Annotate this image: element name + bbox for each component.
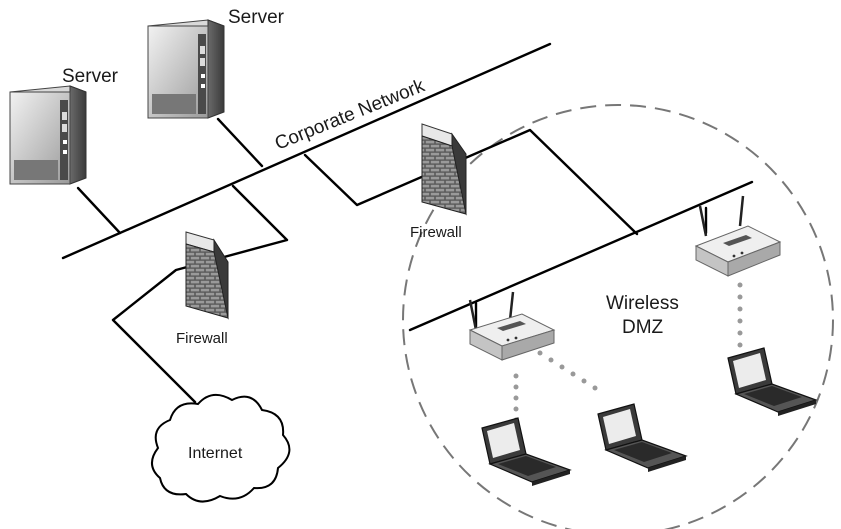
wireless-link-ap-right-laptop-right xyxy=(737,282,743,348)
internet-label: Internet xyxy=(188,445,243,462)
server-left-link xyxy=(76,186,122,235)
server-left: Server xyxy=(9,66,119,185)
wireless-dmz-boundary xyxy=(402,104,834,529)
wireless-access-point-icon xyxy=(694,195,782,277)
internet-cloud: Internet xyxy=(151,393,291,503)
wireless-link-ap-left-laptop-middle xyxy=(537,350,598,391)
firewall-middle: Firewall xyxy=(410,123,467,241)
laptop-icon xyxy=(597,403,688,472)
server-icon xyxy=(147,19,225,119)
access-point-left xyxy=(468,291,556,361)
firewall-icon xyxy=(421,123,467,216)
laptop-icon xyxy=(727,347,818,416)
laptop-middle xyxy=(597,403,688,472)
wireless-dmz-label-line2: DMZ xyxy=(622,317,664,338)
server-right-link xyxy=(216,117,264,168)
wireless-associations xyxy=(513,282,743,423)
cloud-icon xyxy=(151,393,291,503)
firewall-icon xyxy=(185,231,229,320)
firewall-middle-label: Firewall xyxy=(410,224,462,241)
corporate-network-backbone xyxy=(61,42,552,260)
server-left-label: Server xyxy=(62,66,119,87)
laptop-right xyxy=(727,347,818,416)
firewall-left-label: Firewall xyxy=(176,330,228,347)
wireless-access-point-icon xyxy=(468,291,556,361)
server-icon xyxy=(9,85,87,185)
middle-firewall-link xyxy=(303,128,639,236)
left-firewall-link xyxy=(111,184,289,404)
corporate-network-label: Corporate Network xyxy=(272,75,428,154)
dmz-backbone xyxy=(408,180,754,332)
wireless-dmz-label-line1: Wireless xyxy=(606,293,679,314)
network-links xyxy=(61,42,754,404)
wireless-link-ap-left-laptop-left xyxy=(513,373,519,423)
access-point-right xyxy=(694,195,782,277)
firewall-left: Firewall xyxy=(176,231,229,347)
server-right: Server xyxy=(147,7,285,119)
laptop-left xyxy=(481,417,572,486)
server-right-label: Server xyxy=(228,7,285,28)
laptop-icon xyxy=(481,417,572,486)
